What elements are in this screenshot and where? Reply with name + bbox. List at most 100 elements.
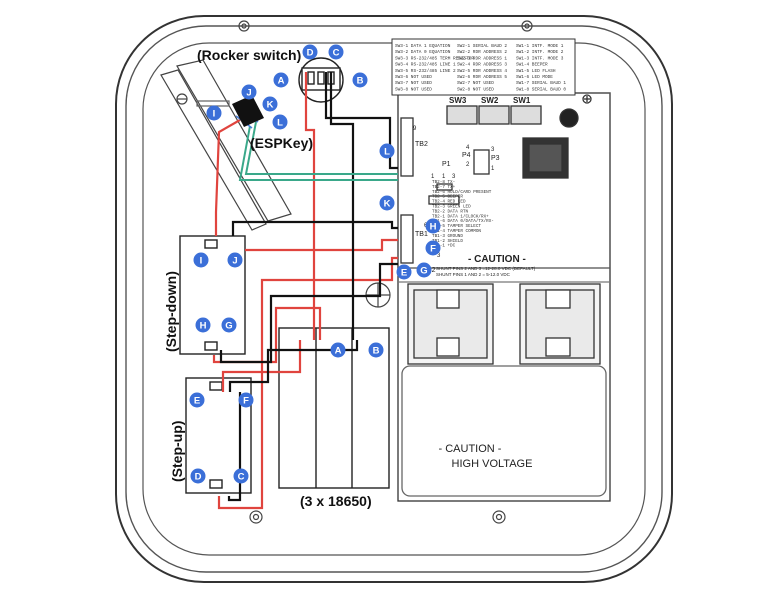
p3-pin-1: 1 xyxy=(491,166,495,172)
terminal-list-item: TB2-4 RED LED xyxy=(432,200,466,205)
connection-letter: A xyxy=(278,76,285,87)
connection-letter: K xyxy=(267,100,274,111)
hv-caution-text: HIGH VOLTAGE xyxy=(452,458,533,470)
connection-letter: G xyxy=(420,266,427,277)
p1-pin-1b: 1 xyxy=(442,174,446,180)
connection-marker-switch-d: D xyxy=(302,44,318,60)
screw-icon xyxy=(521,20,533,32)
terminal-list-item: TB1-4 TAMPER COMMON xyxy=(432,229,481,234)
connection-marker-bat-a: A xyxy=(330,342,346,358)
connection-marker-down-i: I xyxy=(193,252,209,268)
terminal-list-item: TB1-6 DATA 0/DATA/TX/RX- xyxy=(432,219,494,224)
connection-letter: F xyxy=(430,244,436,255)
switch-table-cell: SW2-5 RDR ADDRESS 4 xyxy=(457,69,507,74)
connection-letter: H xyxy=(430,222,437,233)
step-up-label: (Step-up) xyxy=(169,421,185,482)
caution-title: - CAUTION - xyxy=(468,254,526,265)
connection-letter: D xyxy=(195,472,202,483)
switch-table-cell: SW1-4 BEEPER xyxy=(516,63,548,68)
connection-marker-esp-k: K xyxy=(262,96,278,112)
connection-marker-up-f: F xyxy=(238,392,254,408)
switch-table-cell: SW3-3 RS-232/485 TERM RESISTOR xyxy=(395,56,474,61)
connection-letter: B xyxy=(357,76,364,87)
connection-letter: K xyxy=(384,199,391,210)
switch-table-cell: SW1-7 SERIAL BAUD 1 xyxy=(516,81,566,86)
connection-letter: F xyxy=(243,396,249,407)
green-wires xyxy=(238,121,398,181)
connection-marker-bat-b: B xyxy=(368,342,384,358)
switch-table-cell: SW2-8 NOT USED xyxy=(457,87,494,92)
sw2-label: SW2 xyxy=(481,96,499,105)
switch-table-cell: SW3-4 RS-232/485 LINE 1 xyxy=(395,63,456,68)
red-wires xyxy=(212,72,398,510)
p3-pin-3: 3 xyxy=(491,147,495,153)
screw-icon xyxy=(492,510,506,524)
switch-table-cell: SW3-1 DATA 1 EQUATION xyxy=(395,44,451,49)
connection-letter: G xyxy=(225,321,232,332)
terminal-list-item: TB2-1 DATA 1/CLOCK/RX+ xyxy=(432,214,489,219)
tb2-label: TB2 xyxy=(415,141,428,148)
switch-table-cell: SW3-6 NOT USED xyxy=(395,75,432,80)
switch-table-cell: SW2-3 RDR ADDRESS 1 xyxy=(457,56,507,61)
switch-table-cell: SW2-7 NOT USED xyxy=(457,81,494,86)
caution-line-1: SHUNT PINS 2 AND 3 =12-28.0 VDC (DEFAULT… xyxy=(436,266,536,271)
terminal-list-item: TB2-8 TX- xyxy=(432,180,455,185)
connection-marker-board-g: G xyxy=(416,262,432,278)
connection-letter: J xyxy=(232,256,237,267)
terminal-list-item: TB1-3 GROUND xyxy=(432,234,463,239)
connection-letter: E xyxy=(401,268,407,279)
connection-marker-switch-c: C xyxy=(328,44,344,60)
connection-marker-esp-i: I xyxy=(206,105,222,121)
p1-label: P1 xyxy=(442,161,451,168)
p4-label: P4 xyxy=(462,152,471,159)
hv-caution-title: - CAUTION - xyxy=(439,443,502,455)
p1-pin-1a: 1 xyxy=(431,174,435,180)
switch-table-cell: SW1-1 INTF. MODE 1 xyxy=(516,44,564,49)
connection-letter: D xyxy=(307,48,314,59)
connection-letter: I xyxy=(200,256,203,267)
connection-marker-up-e: E xyxy=(189,392,205,408)
terminal-list-item: TB2-5 BEEPER xyxy=(432,195,463,200)
terminal-list-item: TB1-1 +DC xyxy=(432,244,456,249)
connection-marker-up-c: C xyxy=(233,468,249,484)
terminal-list-item: TB2-3 GREEN LED xyxy=(432,205,471,210)
switch-table-cell: SW3-2 DATA 0 EQUATION xyxy=(395,50,451,55)
switch-table-cell: SW1-3 INTF. MODE 3 xyxy=(516,56,564,61)
battery-label: (3 x 18650) xyxy=(300,493,372,509)
connection-letter: J xyxy=(246,88,251,99)
connection-marker-down-h: H xyxy=(195,317,211,333)
connection-marker-down-j: J xyxy=(227,252,243,268)
p4-pin-2: 2 xyxy=(466,162,470,168)
connection-letter: E xyxy=(194,396,200,407)
terminal-list-item: TB2-6 HOLD/CARD PRESENT xyxy=(432,190,492,195)
connection-marker-switch-a: A xyxy=(273,72,289,88)
switch-table-cell: SW1-5 LED FLASH xyxy=(516,69,556,74)
controller-board xyxy=(397,92,611,502)
connection-marker-down-g: G xyxy=(221,317,237,333)
connection-letter: L xyxy=(277,118,283,129)
switch-table-cell: SW1-8 SERIAL BAUD 0 xyxy=(516,87,566,92)
connection-letter: A xyxy=(335,346,342,357)
enclosure xyxy=(115,15,673,583)
p3-label: P3 xyxy=(491,155,500,162)
connection-letter: L xyxy=(384,147,390,158)
switch-table-cell: SW2-2 RDR ADDRESS 2 xyxy=(457,50,507,55)
terminal-list-item: TB2-2 DATA RTN xyxy=(432,209,469,214)
step-down-label: (Step-down) xyxy=(163,271,179,352)
switch-table-cell: SW3-5 RS-232/485 LINE 2 xyxy=(395,69,456,74)
terminal-list: TB2-8 TX-TB2-7 TX+TB2-6 HOLD/CARD PRESEN… xyxy=(432,180,494,249)
tb2-pin-9: 9 xyxy=(413,126,417,132)
black-wires xyxy=(219,72,398,502)
espkey-mount xyxy=(160,59,292,231)
espkey-module xyxy=(232,95,264,127)
espkey-label: (ESPKey) xyxy=(250,135,313,151)
connection-letter: C xyxy=(238,472,245,483)
rocker-switch-label: (Rocker switch) xyxy=(197,47,301,63)
sw3-label: SW3 xyxy=(449,96,467,105)
switch-table-cell: SW1-2 INTF. MODE 2 xyxy=(516,50,564,55)
p2-pin-3: 3 xyxy=(437,253,441,259)
switch-table-cell: SW1-6 LED MODE xyxy=(516,75,553,80)
